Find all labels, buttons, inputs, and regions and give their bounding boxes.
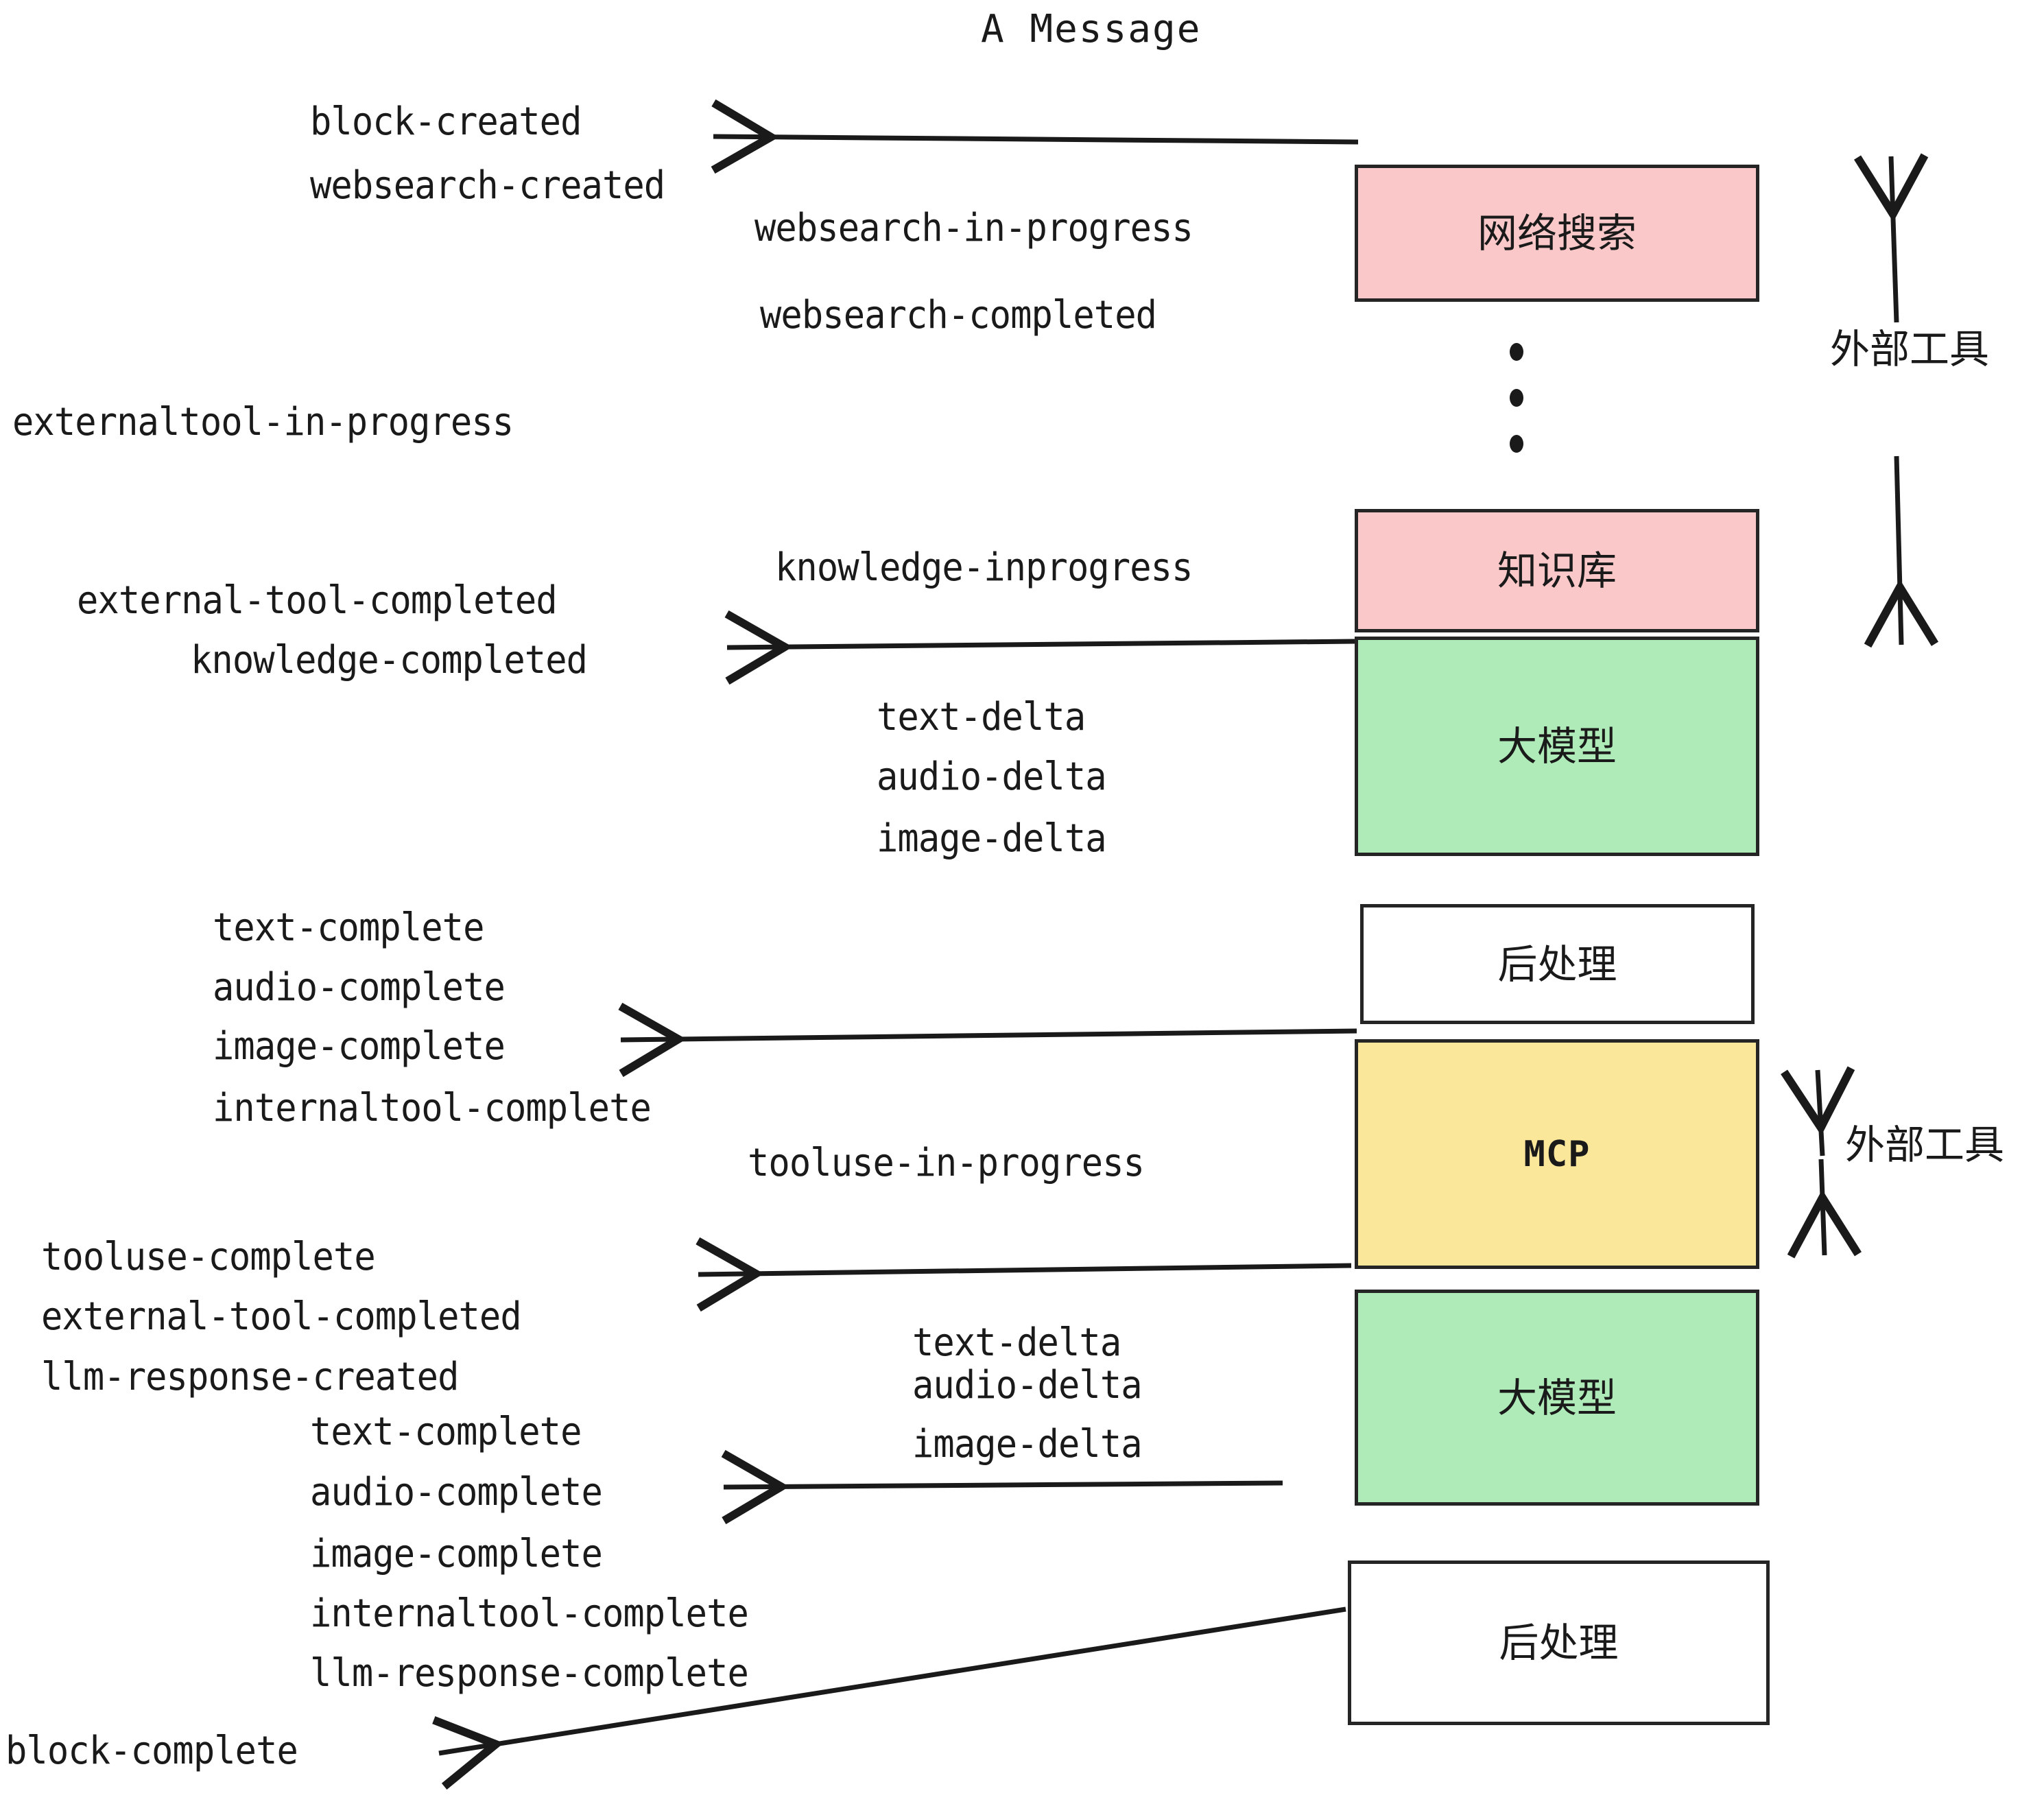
event-llm-response-complete: llm-response-complete (310, 1651, 749, 1696)
node-postprocess-bottom-label: 后处理 (1499, 1619, 1619, 1666)
event-audio-delta-2: audio-delta (912, 1363, 1143, 1408)
external-tool-label-upper: 外部工具 (1830, 326, 1990, 372)
node-llm-bottom[interactable]: 大模型 (1355, 1290, 1759, 1506)
vertical-ellipsis (1509, 343, 1524, 453)
node-websearch[interactable]: 网络搜索 (1355, 165, 1759, 302)
event-audio-complete-1: audio-complete (213, 965, 506, 1010)
arrow-llm-bottom-to-audio-complete (721, 1449, 1283, 1525)
node-postprocess-bottom[interactable]: 后处理 (1348, 1560, 1770, 1725)
event-block-complete: block-complete (5, 1729, 298, 1773)
ellipsis-dot (1510, 389, 1523, 407)
arrow-postprocess-to-image-complete (618, 1002, 1357, 1078)
page-title: A Message (981, 7, 1202, 51)
ellipsis-dot (1510, 435, 1523, 453)
event-text-complete-1: text-complete (213, 905, 484, 950)
event-websearch-in-progress: websearch-in-progress (754, 206, 1193, 250)
event-block-created: block-created (310, 99, 582, 144)
node-postprocess-top-label: 后处理 (1497, 940, 1617, 988)
event-text-delta-2: text-delta (912, 1320, 1121, 1365)
event-tooluse-in-progress: tooluse-in-progress (748, 1141, 1145, 1185)
node-llm-top[interactable]: 大模型 (1355, 637, 1759, 856)
event-knowledge-completed: knowledge-completed (191, 638, 588, 683)
node-websearch-label: 网络搜索 (1477, 210, 1637, 257)
external-tool-label-lower: 外部工具 (1845, 1121, 2005, 1168)
event-external-tool-completed-1: external-tool-completed (77, 578, 558, 623)
node-llm-bottom-label: 大模型 (1497, 1374, 1617, 1421)
external-tool-bracket-lower (1781, 1066, 1862, 1259)
event-externaltool-in-progress: externaltool-in-progress (12, 400, 514, 444)
node-mcp-label: MCP (1523, 1133, 1591, 1175)
ellipsis-dot (1510, 343, 1523, 361)
external-tool-bracket-upper (1853, 153, 1939, 648)
event-websearch-created: websearch-created (310, 163, 665, 208)
event-knowledge-inprogress: knowledge-inprogress (775, 545, 1193, 590)
event-external-tool-completed-2: external-tool-completed (41, 1294, 522, 1339)
event-text-complete-2: text-complete (310, 1410, 582, 1454)
node-mcp[interactable]: MCP (1355, 1039, 1759, 1269)
event-image-complete-2: image-complete (310, 1532, 603, 1576)
event-audio-delta-1: audio-delta (877, 755, 1107, 799)
event-audio-complete-2: audio-complete (310, 1470, 603, 1515)
arrow-knowledge-to-knowledge-completed (724, 610, 1355, 685)
event-internaltool-complete-1: internaltool-complete (213, 1086, 652, 1130)
node-knowledge-label: 知识库 (1497, 547, 1617, 594)
event-llm-response-created: llm-response-created (41, 1355, 459, 1399)
node-knowledge[interactable]: 知识库 (1355, 509, 1759, 632)
event-tooluse-complete: tooluse-complete (41, 1235, 376, 1279)
event-image-delta-1: image-delta (877, 816, 1107, 861)
arrow-websearch-to-block-created (711, 99, 1359, 174)
event-image-complete-1: image-complete (213, 1024, 506, 1069)
event-text-delta-1: text-delta (877, 695, 1086, 739)
event-image-delta-2: image-delta (912, 1422, 1143, 1467)
node-llm-top-label: 大模型 (1497, 723, 1617, 770)
node-postprocess-top[interactable]: 后处理 (1360, 904, 1755, 1024)
event-internaltool-complete-2: internaltool-complete (310, 1591, 749, 1636)
event-websearch-completed: websearch-completed (760, 293, 1157, 337)
arrow-mcp-to-tooluse-complete (696, 1237, 1352, 1312)
